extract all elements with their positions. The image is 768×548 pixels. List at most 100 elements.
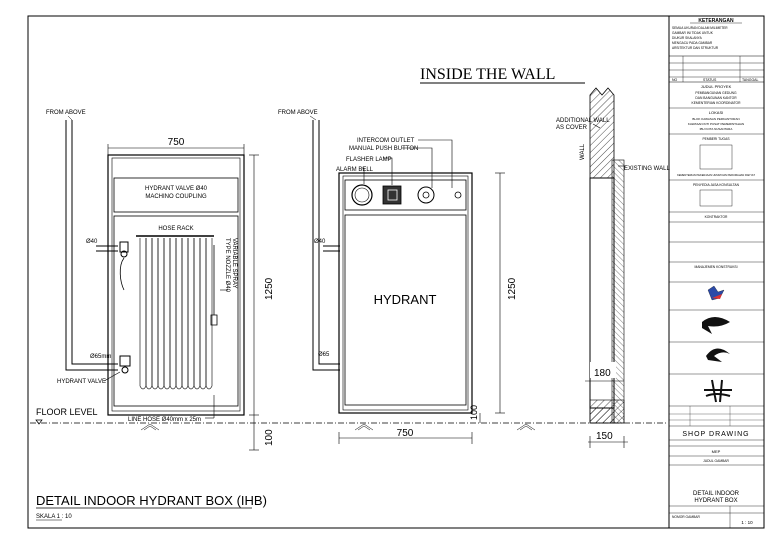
right-cabinet-outer <box>338 172 473 414</box>
right-pipe-bottom-label: Ø65 <box>318 352 330 358</box>
tb-owner-logo <box>699 144 733 170</box>
wall-section: ADDITIONAL WALL AS COVER WALL EXISTING W… <box>556 87 670 448</box>
tb-owner-line: KEMENTERIAN PEKERJAAN UMUM DAN PERUMAHAN… <box>677 173 755 177</box>
tb-drawing-title-label: JUDUL GAMBAR <box>703 459 729 463</box>
floor-level-label: FLOOR LEVEL <box>36 407 98 417</box>
sheet-border <box>27 15 765 529</box>
hose-fold <box>139 238 147 390</box>
tb-note-1: SEMUA UKURAN DALAM MILIMETER <box>672 26 728 30</box>
nozzle-label-2: VARIABLE SPRAY <box>231 238 237 288</box>
tb-note-4: MENGACU PADA GAMBAR <box>672 41 713 45</box>
right-floor-dimension: 100 <box>469 405 479 420</box>
tb-logo-3 <box>706 348 730 362</box>
tb-logo-4 <box>704 379 732 403</box>
hose-fold <box>181 238 189 390</box>
tb-location-line-3: IBU KOTA NUSANTARA <box>700 127 733 131</box>
drawing-scale: SKALA 1 : 10 <box>36 514 72 520</box>
hose-fold <box>163 238 171 390</box>
wall-label: WALL <box>580 143 586 160</box>
left-cabinet-outer <box>107 154 245 416</box>
hose-rack-label: HOSE RACK <box>158 226 193 232</box>
hose-fold <box>193 238 201 390</box>
hose-fold <box>175 238 183 390</box>
tb-consultant-label: PENYEDIA JASA KONSULTAN <box>693 183 740 187</box>
tb-location-label: LOKASI <box>709 110 723 115</box>
tb-location-line-2: KAWASAN INTI PUSAT PEMERINTAHAN <box>688 122 744 126</box>
tb-drawing-title-2: HYDRANT BOX <box>694 498 737 504</box>
left-from-above-label: FROM ABOVE <box>46 110 86 116</box>
tb-rev-no: NO <box>672 78 678 82</box>
tb-note-2: GAMBAR INI TIDAK UNTUK <box>672 31 714 35</box>
right-pipe-top-label: Ø40 <box>314 239 326 245</box>
hydrant-valve-symbol <box>119 355 131 367</box>
hose-fold <box>199 238 207 390</box>
tb-logo-2 <box>702 317 730 334</box>
left-valve-panel <box>113 177 239 213</box>
tb-contractor-label: KONTRAKTOR <box>705 215 728 219</box>
tb-scale-value: 1 : 10 <box>741 520 753 525</box>
tb-project-label: JUDUL PROYEK <box>701 84 732 89</box>
tb-project-line-1: PEMBANGUNAN GEDUNG <box>695 91 737 95</box>
right-hydrant-box: FROM ABOVE Ø40 Ø65 HYDRANT INTERCOM OUTL… <box>278 110 536 444</box>
hose-fold <box>157 238 165 390</box>
left-valve-label-1: HYDRANT VALVE Ø40 <box>145 186 208 192</box>
right-width-dimension: 750 <box>397 428 414 439</box>
tb-mk-label: MANAJEMEN KONSTRUKSI <box>694 265 737 269</box>
alarm-bell-label: ALARM BELL <box>336 167 374 173</box>
intercom-label: INTERCOM OUTLET <box>357 138 415 144</box>
left-pipe-bottom-label: Ø65mm <box>90 354 111 360</box>
tb-note-3: DIUKUR SKALANYA <box>672 36 703 40</box>
alarm-bell-icon <box>351 184 373 206</box>
tb-owner-label: PEMBERI TUGAS <box>702 137 730 141</box>
section-title: INSIDE THE WALL <box>420 66 555 83</box>
left-valve-label-2: MACHINO COUPLING <box>145 194 207 200</box>
additional-wall-label-2: AS COVER <box>556 125 588 131</box>
tb-logo-1 <box>707 285 725 301</box>
tb-rev-date: TANGGAL <box>742 78 759 82</box>
push-button-icon <box>417 186 435 204</box>
main-drawing-title: DETAIL INDOOR HYDRANT BOX (IHB) <box>36 493 267 508</box>
hose-fold <box>145 238 153 390</box>
title-block: KETERANGAN SEMUA UKURAN DALAM MILIMETER … <box>669 18 764 528</box>
hydrant-door-label: HYDRANT <box>374 292 437 307</box>
right-from-above-label: FROM ABOVE <box>278 110 318 116</box>
tb-project-line-3: KEMENTERIAN KOORDINATOR <box>692 101 742 105</box>
flasher-lamp-icon <box>382 185 402 205</box>
existing-wall-label: EXISTING WALL <box>624 166 670 172</box>
intercom-outlet-icon <box>454 191 462 199</box>
hydrant-door <box>344 214 467 406</box>
hose-fold <box>151 238 159 390</box>
hose-fold <box>205 238 213 390</box>
hose-coils <box>139 238 213 390</box>
left-pipe-top-label: Ø40 <box>86 239 98 245</box>
tb-drawing-title-1: DETAIL INDOOR <box>693 491 740 497</box>
left-height-dimension: 1250 <box>264 277 275 300</box>
left-hydrant-box: FROM ABOVE Ø40 Ø65mm HYDRANT VALVE Ø40 M… <box>46 110 275 451</box>
line-hose-label: LINE HOSE Ø40mm x 25m <box>128 417 201 423</box>
hose-fold <box>169 238 177 390</box>
tb-project-line-2: DAN BANGUNAN KANTOR <box>695 96 737 100</box>
left-width-dimension: 750 <box>168 137 185 148</box>
push-button-label: MANUAL PUSH BUTTON <box>349 146 418 152</box>
additional-wall-label-1: ADDITIONAL WALL <box>556 118 610 124</box>
left-floor-dimension: 100 <box>264 429 275 446</box>
tb-rev-status: STATUS <box>703 78 717 82</box>
floor-level-marker <box>35 419 43 425</box>
tb-discipline: MEP <box>712 449 721 454</box>
flasher-label: FLASHER LAMP <box>346 157 392 163</box>
tb-sheet-no-label: NOMOR GAMBAR <box>672 515 700 519</box>
nozzle-label-1: TYPE NOZZLE Ø40 <box>224 238 230 293</box>
section-depth-dimension: 180 <box>594 368 611 379</box>
section-base-dimension: 150 <box>596 431 613 442</box>
tb-notes-header: KETERANGAN <box>698 18 734 24</box>
hose-fold <box>187 238 195 390</box>
alarm-panel <box>344 179 467 211</box>
tb-drawing-type: SHOP DRAWING <box>682 431 749 438</box>
tb-note-5: ARSITEKTUR DAN STRUKTUR <box>672 46 719 50</box>
tb-location-line-1: BLOK KAWASAN PERKANTORAN <box>692 117 739 121</box>
hydrant-valve-label: HYDRANT VALVE <box>57 379 106 385</box>
nozzle-symbol <box>210 314 218 326</box>
right-height-dimension: 1250 <box>507 277 518 300</box>
